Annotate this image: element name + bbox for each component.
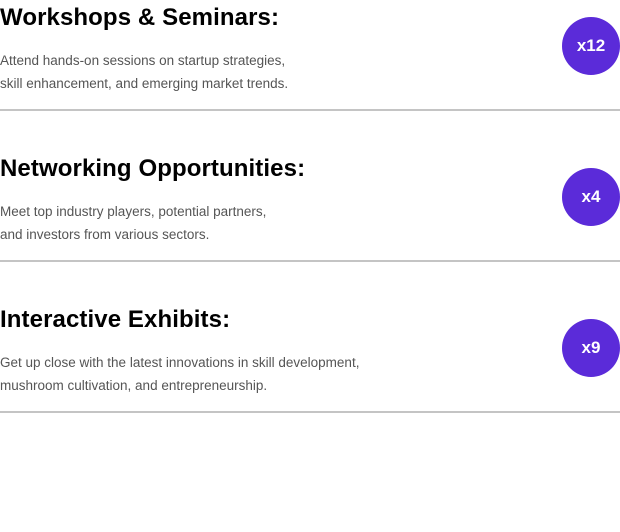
description-line: Get up close with the latest innovations…	[0, 355, 360, 370]
count-badge: x4	[562, 168, 620, 226]
feature-description: Meet top industry players, potential par…	[0, 200, 420, 246]
divider	[0, 109, 620, 111]
feature-description: Attend hands-on sessions on startup stra…	[0, 49, 420, 95]
feature-title: Interactive Exhibits:	[0, 306, 231, 333]
feature-title: Networking Opportunities:	[0, 155, 306, 182]
feature-description: Get up close with the latest innovations…	[0, 351, 420, 397]
feature-title: Workshops & Seminars:	[0, 4, 280, 31]
count-badge: x9	[562, 319, 620, 377]
description-line: and investors from various sectors.	[0, 227, 210, 242]
feature-workshops: Workshops & Seminars: Attend hands-on se…	[0, 0, 620, 151]
feature-networking: Networking Opportunities: Meet top indus…	[0, 151, 620, 302]
description-line: skill enhancement, and emerging market t…	[0, 76, 289, 91]
description-line: mushroom cultivation, and entrepreneursh…	[0, 378, 268, 393]
count-badge: x12	[562, 17, 620, 75]
feature-exhibits: Interactive Exhibits: Get up close with …	[0, 302, 620, 453]
divider	[0, 260, 620, 262]
description-line: Attend hands-on sessions on startup stra…	[0, 53, 286, 68]
divider	[0, 411, 620, 413]
description-line: Meet top industry players, potential par…	[0, 204, 267, 219]
